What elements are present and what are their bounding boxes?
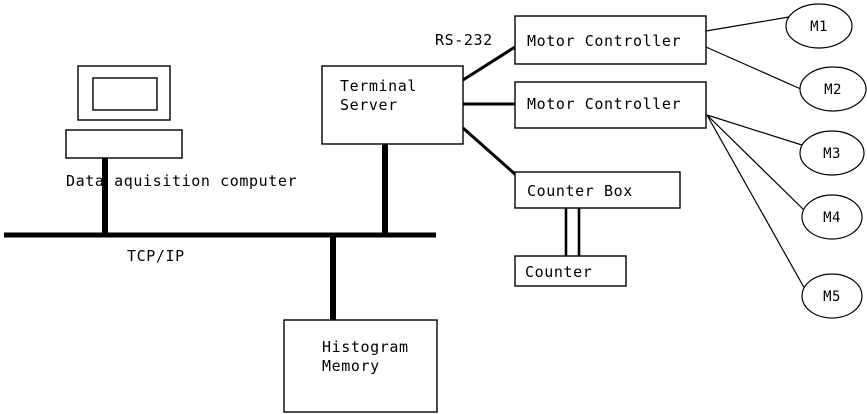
counter-outline (514, 255, 627, 287)
motor-controller-1-box[interactable]: Motor Controller (514, 15, 707, 65)
data-acquisition-computer-label: Data aquisition computer (66, 172, 297, 190)
motor-controller-2-outline (514, 81, 707, 129)
motor-m2-label: M2 (824, 82, 842, 98)
motor-controller-2-to-m4-link (706, 114, 806, 212)
rs-232-label: RS-232 (435, 31, 493, 49)
motor-controller-1-outline (514, 15, 707, 65)
terminal-server-to-motor-controller-1-link (462, 45, 516, 82)
counter-box[interactable]: Counter (514, 255, 627, 287)
histogram-memory-label-line1: Histogram (322, 338, 409, 356)
keyboard-icon (65, 129, 183, 159)
motor-controller-1-to-m2-link (705, 46, 804, 91)
counter-box-box[interactable]: Counter Box (514, 171, 681, 209)
motor-m3-outline (799, 130, 865, 176)
motor-controller-1-to-m1-link (705, 16, 790, 32)
terminal-server-label-line1: Terminal (340, 77, 417, 95)
motor-controller-2-box[interactable]: Motor Controller (514, 81, 707, 129)
motor-m2-outline (799, 66, 867, 112)
terminal-server-outline (321, 65, 464, 145)
motor-controller-1-label: Motor Controller (527, 32, 681, 50)
counter-box-outline (514, 171, 681, 209)
motor-node-m4[interactable]: M4 (801, 194, 863, 240)
motor-node-m5[interactable]: M5 (801, 273, 863, 319)
motor-controller-2-to-m5-link (706, 114, 807, 292)
motor-m5-outline (801, 273, 863, 319)
counter-box-label: Counter Box (527, 182, 633, 200)
motor-m1-label: M1 (810, 19, 828, 35)
terminal-server-box[interactable]: Terminal Server (321, 65, 464, 145)
histogram-memory-box[interactable]: Histogram Memory (283, 319, 438, 413)
histogram-memory-label-line2: Memory (322, 357, 380, 375)
counter-label: Counter (525, 263, 592, 281)
motor-controller-2-to-m3-link (706, 114, 806, 147)
terminal-server-to-counter-box-link (462, 126, 517, 177)
motor-node-m1[interactable]: M1 (785, 3, 853, 49)
motor-m3-label: M3 (823, 146, 841, 162)
terminal-server-label-line2: Server (340, 96, 398, 114)
histogram-memory-outline (283, 319, 438, 413)
motor-m4-outline (801, 194, 863, 240)
motor-m1-outline (785, 3, 853, 49)
data-acquisition-computer-icon (65, 65, 183, 159)
motor-m5-label: M5 (823, 289, 841, 305)
motor-m4-label: M4 (823, 210, 841, 226)
motor-node-m2[interactable]: M2 (799, 66, 867, 112)
motor-controller-2-label: Motor Controller (527, 95, 681, 113)
monitor-screen-icon (92, 77, 158, 111)
tcp-ip-label: TCP/IP (127, 247, 185, 265)
motor-node-m3[interactable]: M3 (799, 130, 865, 176)
